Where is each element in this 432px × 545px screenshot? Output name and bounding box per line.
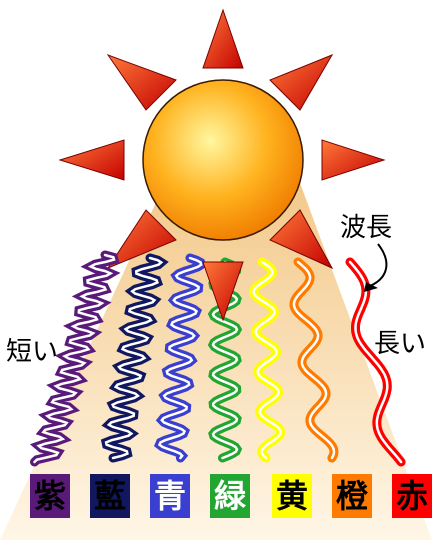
- color-band-label: 藍: [94, 477, 126, 515]
- color-band-label: 青: [154, 477, 186, 515]
- wavelength-label: 波長: [340, 213, 392, 243]
- color-band-label: 橙: [336, 477, 369, 515]
- color-band-1: 紫: [30, 474, 70, 518]
- color-band-5: 黄: [272, 474, 312, 518]
- color-band-4: 緑: [210, 474, 250, 518]
- color-band-label: 赤: [396, 477, 428, 515]
- wavelength-pointer-arrow: [370, 244, 386, 286]
- color-band-row: 紫藍青緑黄橙赤: [30, 474, 432, 518]
- color-band-7: 赤: [392, 474, 432, 518]
- sun-ray-left: [60, 140, 124, 180]
- sun-ray-top: [203, 10, 243, 68]
- color-band-2: 藍: [90, 474, 130, 518]
- sun-ray-top-right: [270, 55, 332, 110]
- color-band-6: 橙: [332, 474, 372, 518]
- long-label: 長い: [374, 329, 426, 359]
- sun: [143, 80, 303, 240]
- short-label: 短い: [6, 337, 58, 367]
- color-band-label: 緑: [214, 477, 247, 515]
- sun-ray-right: [322, 140, 384, 180]
- color-band-label: 紫: [34, 477, 66, 515]
- sun-ray-top-left: [108, 55, 176, 110]
- color-band-label: 黄: [276, 477, 308, 515]
- color-band-3: 青: [150, 474, 190, 518]
